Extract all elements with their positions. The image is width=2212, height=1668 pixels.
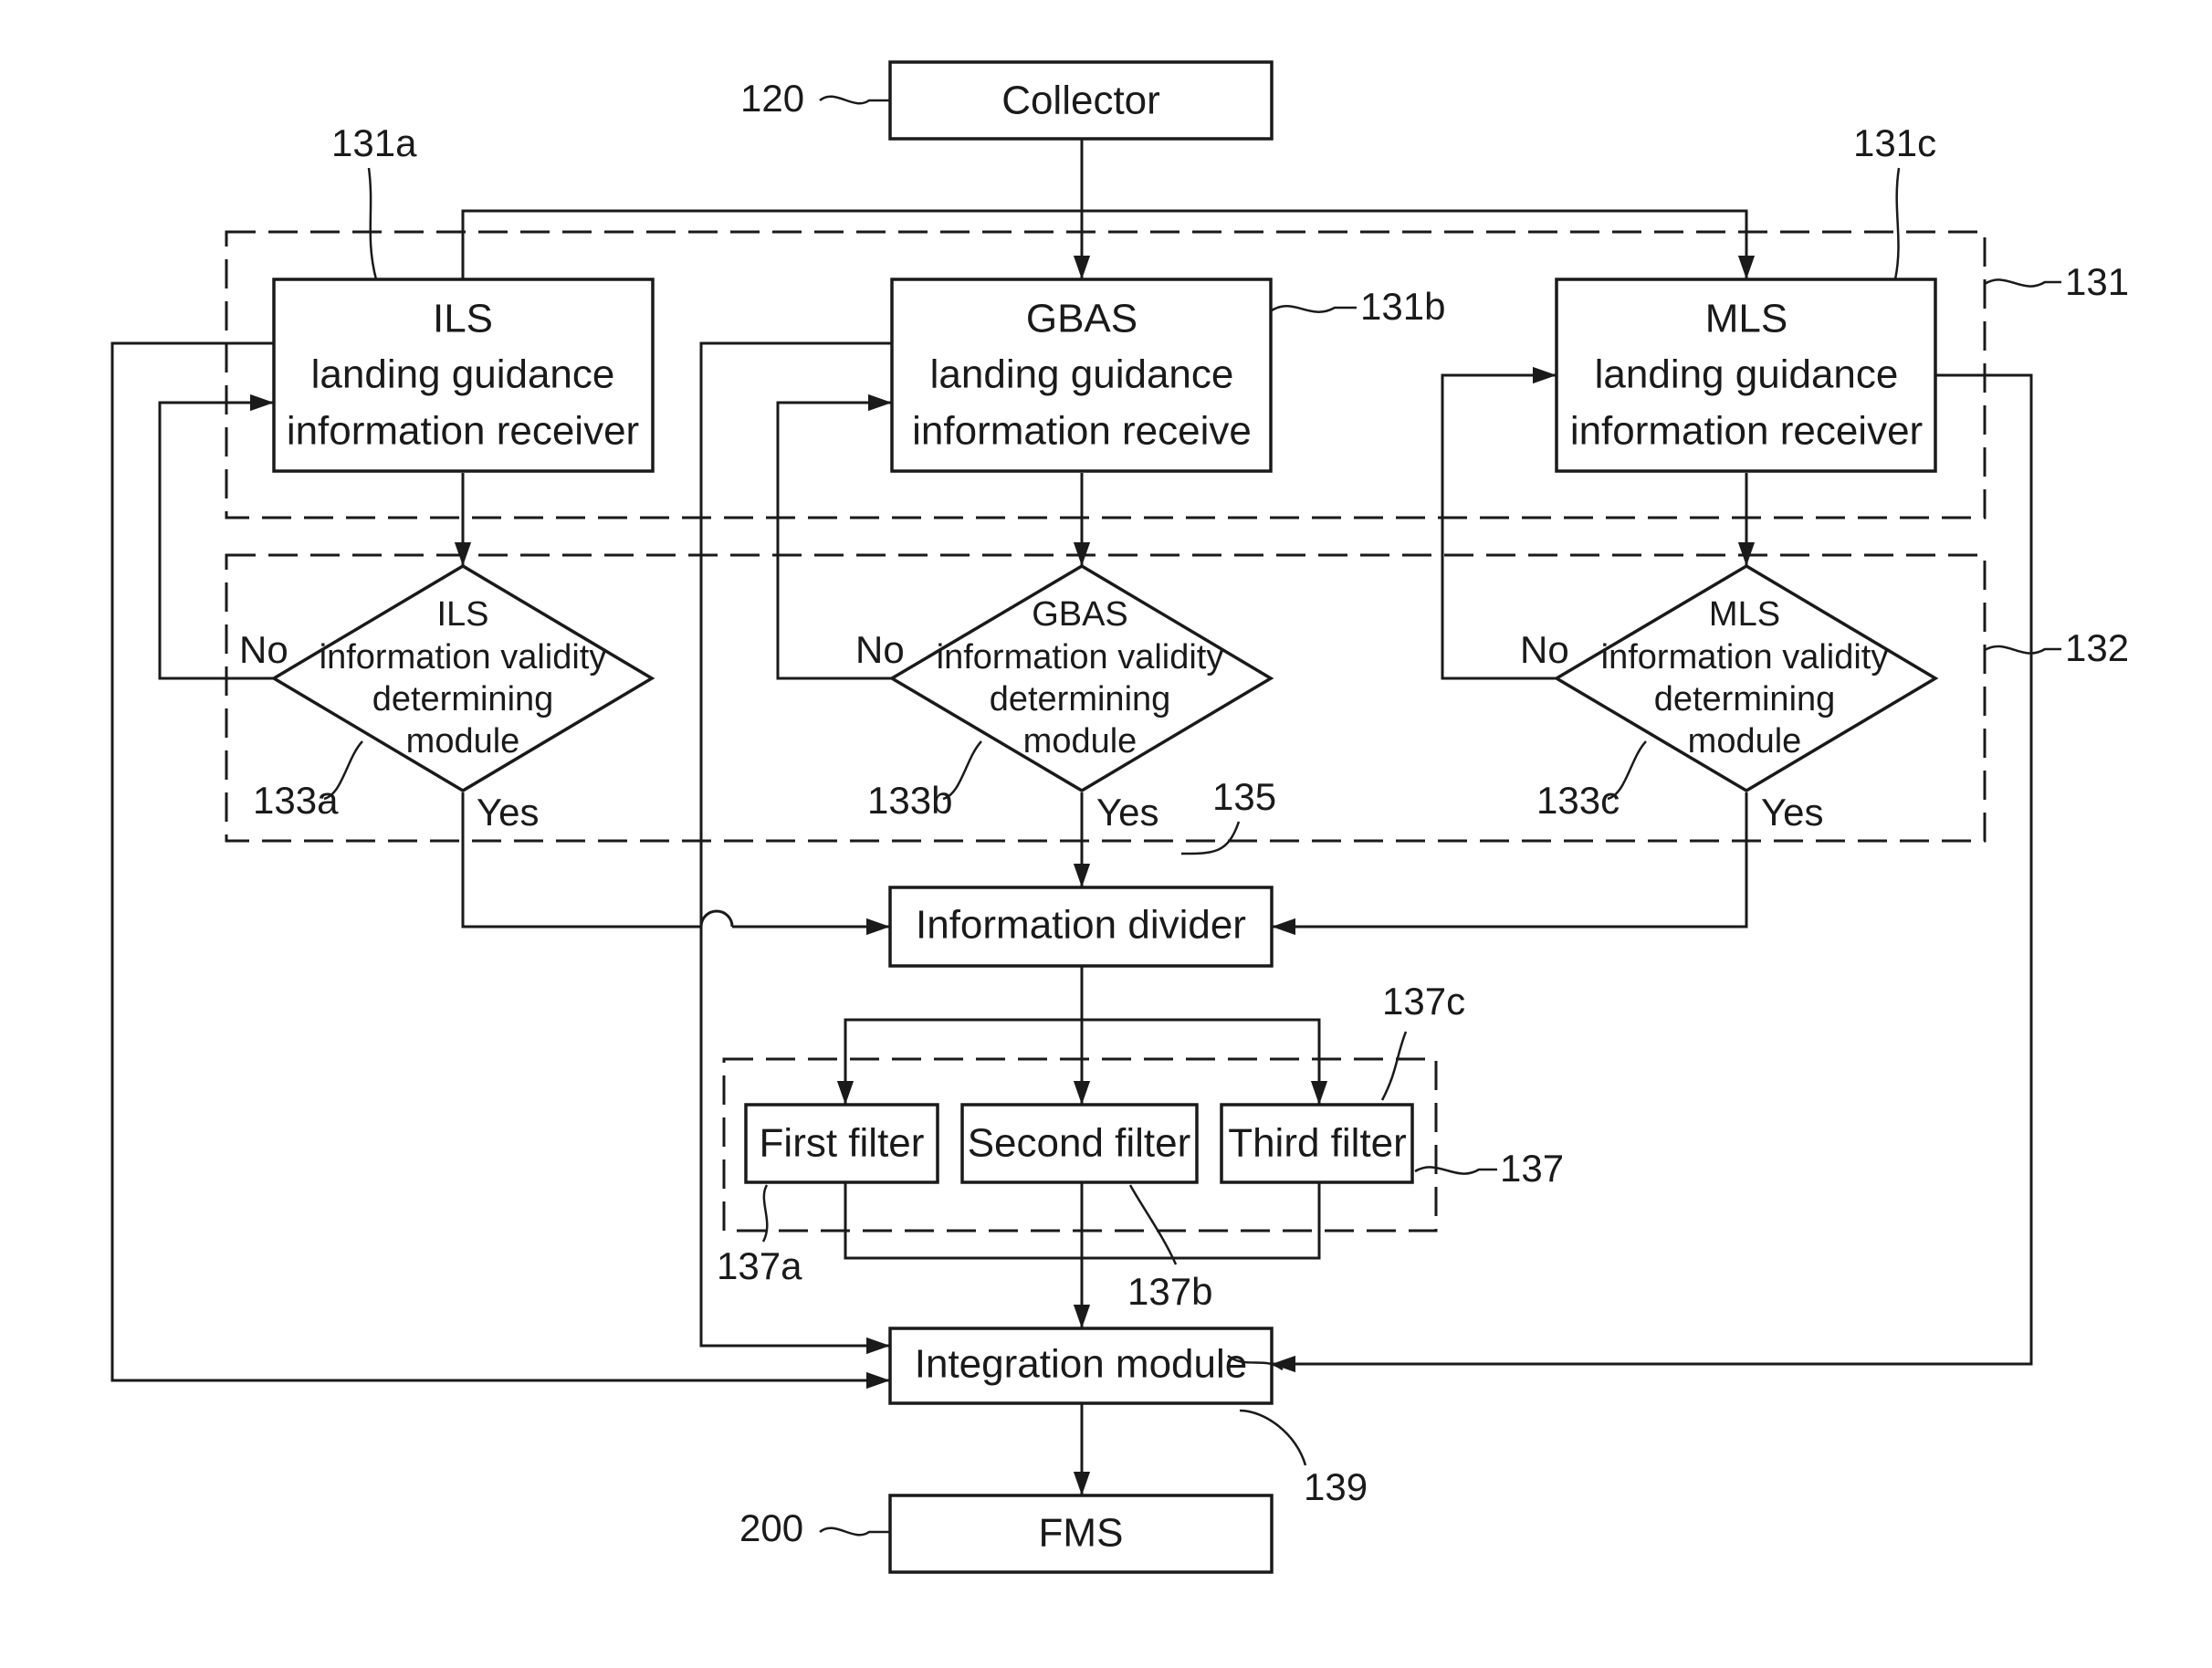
mls-validity-ref: 133c	[1536, 779, 1620, 822]
third-filter-box: Third filter	[1221, 1105, 1412, 1182]
ils-receiver-box: ILS landing guidance information receive…	[274, 279, 653, 471]
gbas-validity-ref: 133b	[867, 779, 952, 822]
gbas-validity-line-2: information validity	[937, 638, 1224, 677]
ils-receiver-line-2: landing guidance	[311, 352, 615, 397]
ils-validity-ref: 133a	[253, 779, 339, 822]
integration-module-label: Integration module	[915, 1342, 1247, 1387]
mls-no-label: No	[1520, 628, 1569, 671]
first-filter-box: First filter	[746, 1105, 938, 1182]
mls-receiver-line-3: information receiver	[1570, 409, 1923, 454]
gbas-validity-line-1: GBAS	[1032, 595, 1128, 634]
ils-validity-line-1: ILS	[436, 595, 488, 634]
validity-group-ref: 132	[2065, 626, 2129, 669]
fms-ref: 200	[739, 1506, 803, 1549]
mls-receiver-line-1: MLS	[1705, 297, 1787, 341]
third-filter-ref: 137c	[1382, 980, 1465, 1023]
ils-validity-line-2: information validity	[320, 638, 607, 677]
mls-yes-label: Yes	[1761, 791, 1824, 834]
integration-module-ref: 139	[1304, 1465, 1368, 1508]
mls-receiver-line-2: landing guidance	[1595, 352, 1899, 397]
gbas-validity-line-4: module	[1023, 722, 1137, 761]
ils-receiver-ref: 131a	[331, 121, 417, 164]
information-divider-label: Information divider	[916, 903, 1246, 948]
collector-box: Collector	[890, 62, 1272, 139]
second-filter-box: Second filter	[962, 1105, 1197, 1182]
fms-box: FMS	[890, 1495, 1272, 1572]
third-filter-label: Third filter	[1228, 1121, 1407, 1166]
mls-validity-line-4: module	[1688, 722, 1802, 761]
ils-receiver-line-3: information receiver	[287, 409, 639, 454]
second-filter-ref: 137b	[1127, 1270, 1212, 1313]
gbas-receiver-line-2: landing guidance	[930, 352, 1234, 397]
gbas-receiver-box: GBAS landing guidance information receiv…	[892, 279, 1271, 471]
ils-no-label: No	[239, 628, 288, 671]
mls-validity-line-1: MLS	[1709, 595, 1780, 634]
gbas-validity-line-3: determining	[990, 680, 1171, 719]
ils-yes-label: Yes	[477, 791, 540, 834]
information-divider-box: Information divider	[890, 887, 1272, 966]
ils-validity-diamond: ILS information validity determining mod…	[274, 566, 652, 791]
integration-module-box: Integration module	[890, 1328, 1272, 1403]
mls-validity-line-3: determining	[1654, 680, 1836, 719]
ils-validity-line-3: determining	[372, 680, 554, 719]
mls-validity-line-2: information validity	[1601, 638, 1889, 677]
mls-receiver-ref: 131c	[1853, 121, 1936, 164]
second-filter-label: Second filter	[968, 1121, 1191, 1166]
gbas-receiver-line-3: information receive	[912, 409, 1252, 454]
collector-ref: 120	[740, 77, 804, 120]
gbas-receiver-ref: 131b	[1360, 285, 1445, 328]
gbas-yes-label: Yes	[1096, 791, 1159, 834]
collector-label: Collector	[1001, 79, 1160, 123]
filter-group-ref: 137	[1500, 1147, 1564, 1190]
receiver-group-ref: 131	[2065, 260, 2129, 303]
mls-validity-diamond: MLS information validity determining mod…	[1557, 566, 1935, 791]
first-filter-label: First filter	[760, 1121, 925, 1166]
ils-validity-line-4: module	[406, 722, 520, 761]
gbas-receiver-line-1: GBAS	[1026, 297, 1137, 341]
gbas-no-label: No	[855, 628, 905, 671]
mls-receiver-box: MLS landing guidance information receive…	[1557, 279, 1935, 471]
divider-ref: 135	[1212, 775, 1276, 818]
first-filter-ref: 137a	[717, 1244, 802, 1287]
ils-receiver-line-1: ILS	[433, 297, 493, 341]
gbas-validity-diamond: GBAS information validity determining mo…	[892, 566, 1271, 791]
fms-label: FMS	[1039, 1511, 1124, 1556]
